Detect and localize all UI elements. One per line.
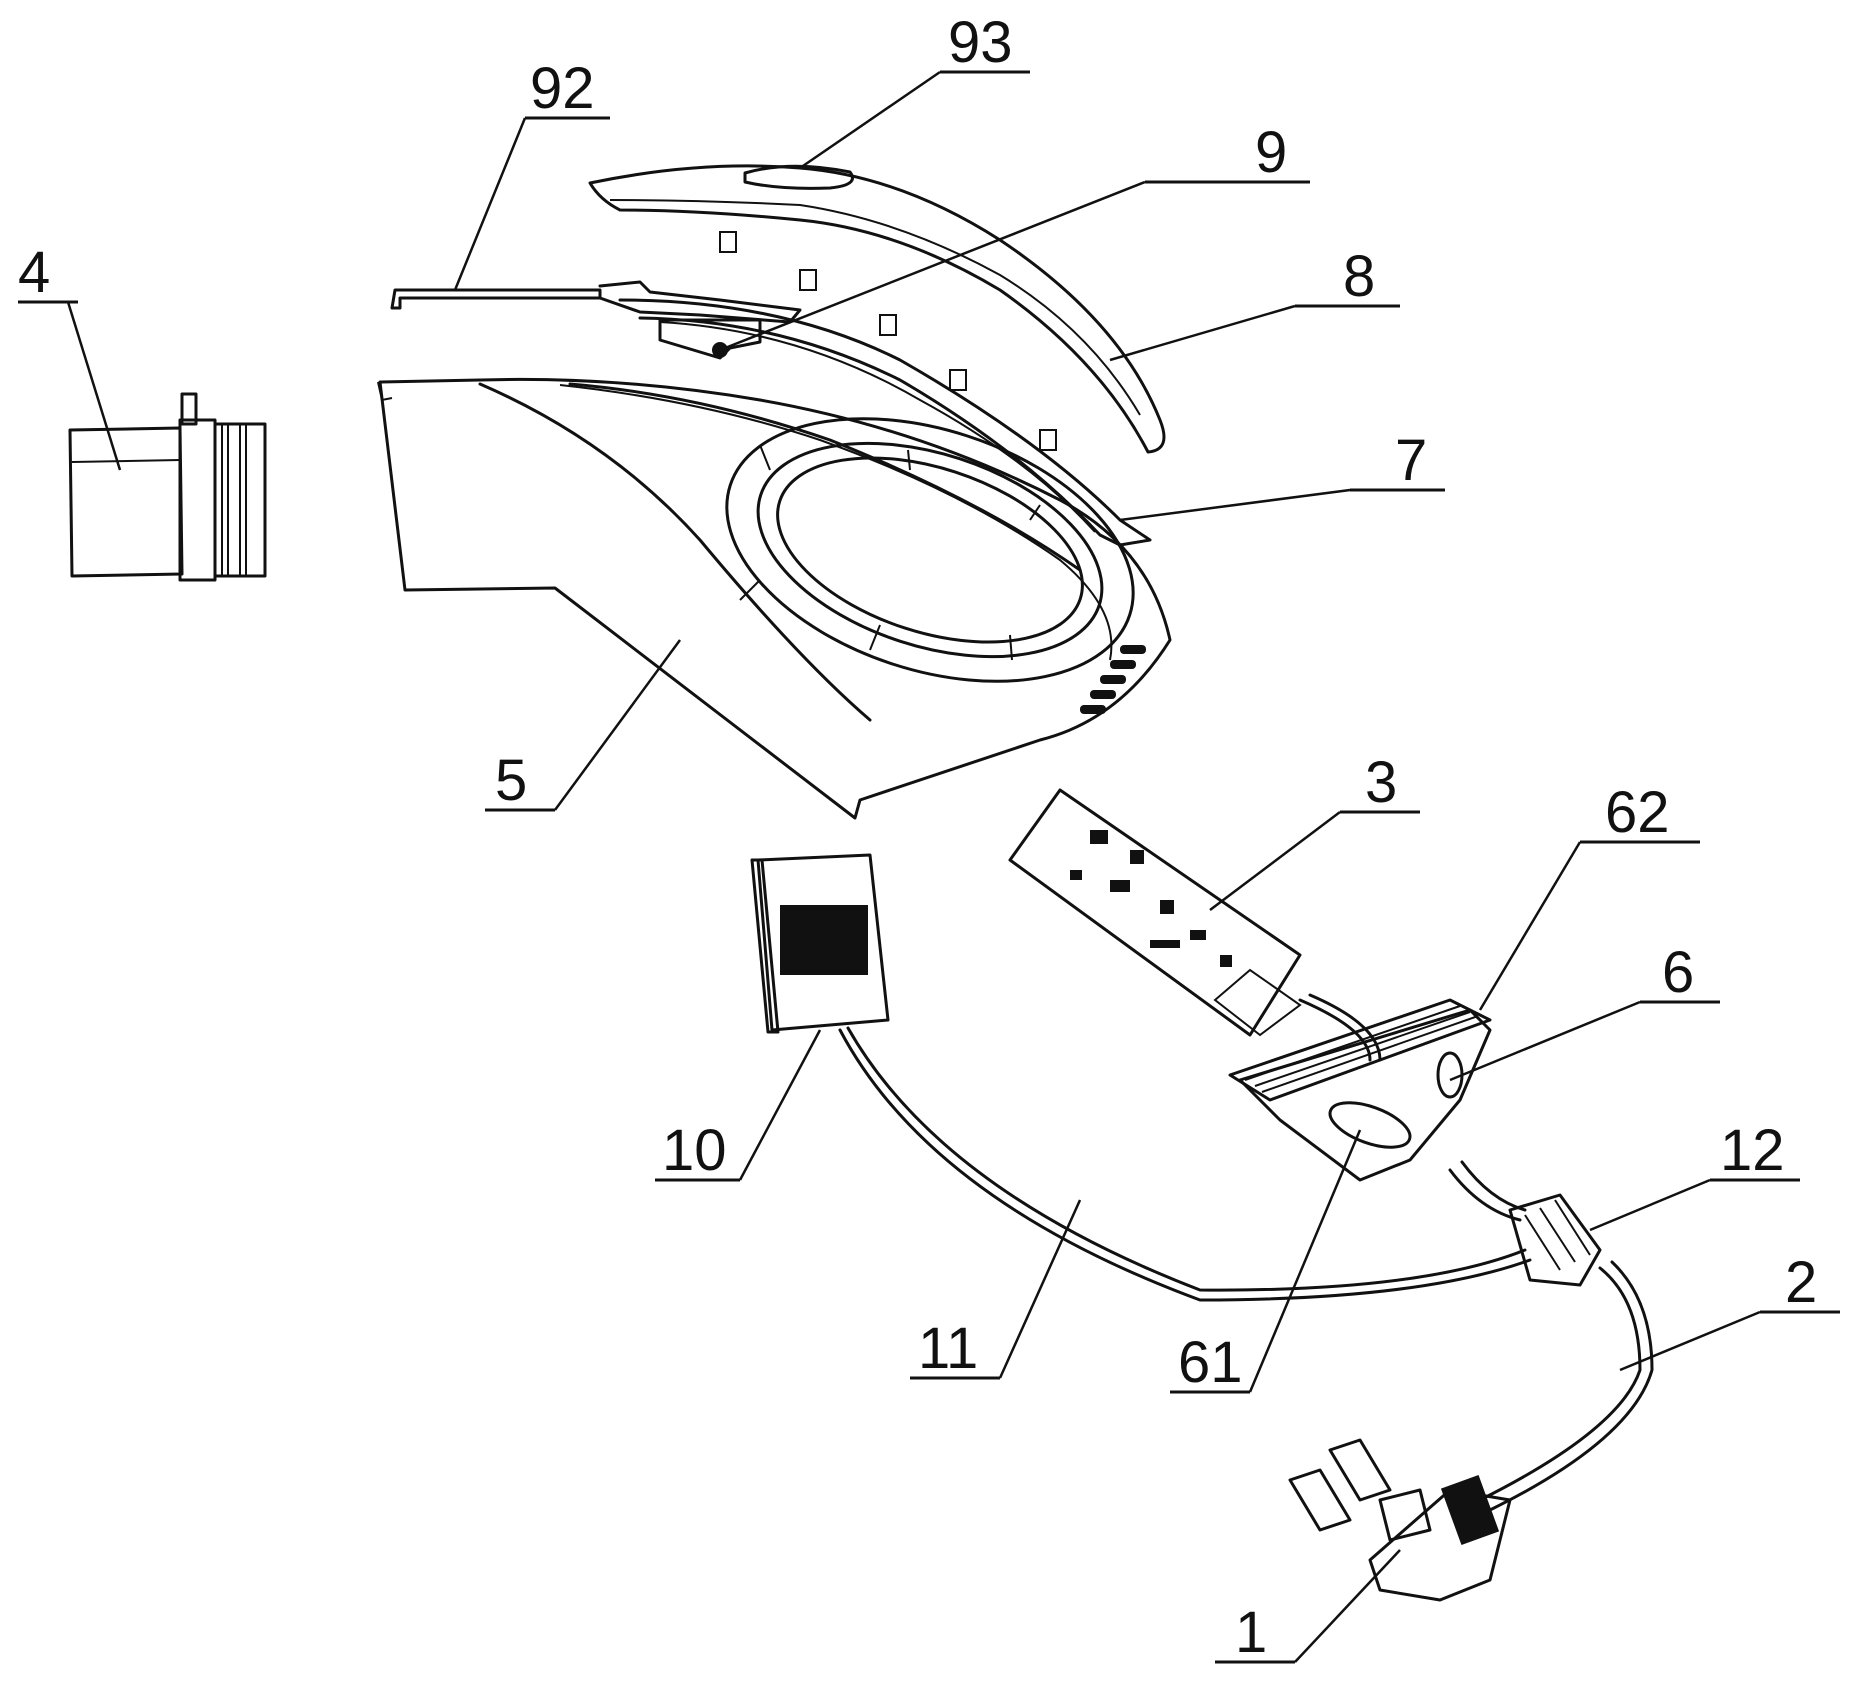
- reference-labels: 93 92 9 8 7 4 5 3 62 6 10 11 61 12 2 1: [18, 10, 1817, 1665]
- label-1: 1: [1235, 1600, 1267, 1665]
- leader-lines: [18, 70, 1840, 1664]
- label-5: 5: [495, 748, 527, 813]
- label-9: 9: [1255, 120, 1287, 185]
- part-10-card: [750, 853, 890, 1034]
- label-12: 12: [1720, 1118, 1785, 1183]
- part-12-cable-connector: [1508, 1193, 1602, 1287]
- part-3-pcb-board: [1008, 788, 1302, 1037]
- label-2: 2: [1785, 1250, 1817, 1315]
- label-6: 6: [1662, 940, 1694, 1005]
- label-62: 62: [1605, 780, 1670, 845]
- part-1-plug: [1288, 1438, 1512, 1602]
- part-93-button: [743, 164, 854, 190]
- label-4: 4: [18, 240, 50, 305]
- label-93: 93: [948, 10, 1013, 75]
- part-8-top-cover: [588, 164, 1166, 454]
- label-3: 3: [1365, 750, 1397, 815]
- part-5-main-housing: [377, 377, 1172, 820]
- label-61: 61: [1178, 1330, 1243, 1395]
- pcb-components: [1070, 830, 1232, 967]
- label-92: 92: [530, 56, 595, 121]
- part-7-inner-frame: [618, 298, 1152, 547]
- label-8: 8: [1343, 244, 1375, 309]
- part-92-slide-plate: [390, 280, 802, 324]
- label-11: 11: [918, 1316, 978, 1381]
- part-4-cylinder-connector: [68, 392, 267, 582]
- cables: [838, 993, 1654, 1512]
- label-10: 10: [662, 1118, 727, 1183]
- vent-slots: [1080, 645, 1146, 714]
- label-7: 7: [1395, 428, 1427, 493]
